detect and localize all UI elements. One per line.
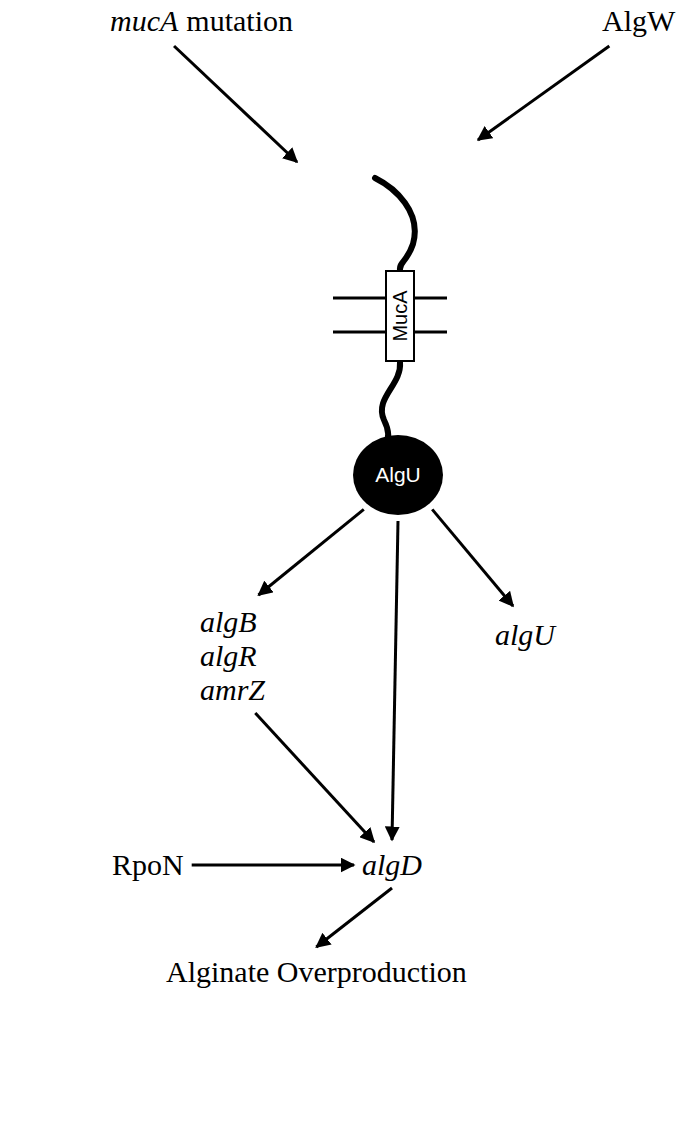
gene-label: Alginate Overproduction	[166, 955, 467, 989]
node-text: mutation	[186, 4, 293, 37]
arrow-connector	[259, 509, 364, 595]
node-text: AlgU	[375, 458, 421, 492]
gene-label: algU	[495, 618, 555, 652]
arrow-connector	[478, 46, 609, 140]
node-text: RpoN	[112, 848, 184, 882]
node-text: algU	[495, 618, 555, 652]
node-text: algB	[200, 605, 265, 639]
node-text: algR	[200, 639, 265, 673]
arrow-connector	[316, 888, 392, 947]
gene-label: RpoN	[112, 848, 184, 882]
node-text: amrZ	[200, 673, 265, 707]
gene-label: algD	[362, 848, 422, 882]
arrow-connector	[255, 713, 374, 842]
node-text: MucA	[389, 290, 411, 341]
gene-label: algBalgRamrZ	[200, 605, 265, 707]
arrow-connector	[192, 864, 354, 867]
arrow-connector	[392, 521, 398, 840]
sigma-ellipse: AlgU	[353, 435, 443, 515]
arrow-connector	[432, 509, 513, 606]
arrow-connector	[174, 46, 297, 162]
node-text: mucA	[110, 4, 178, 37]
protein-tail	[382, 362, 400, 446]
node-text: Alginate Overproduction	[166, 955, 467, 989]
node-text: AlgW	[602, 4, 675, 38]
protein-tail	[375, 178, 415, 270]
membrane-protein-box: MucA	[385, 270, 415, 362]
gene-label: mucAmutation	[110, 4, 293, 38]
node-text: algD	[362, 848, 422, 882]
gene-label: AlgW	[602, 4, 675, 38]
